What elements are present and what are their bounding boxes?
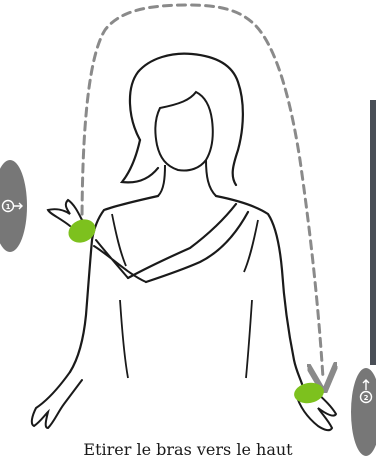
- step-1-number: 1: [6, 203, 11, 211]
- left-lower-hand: [32, 372, 82, 428]
- exercise-caption: Etirer le bras vers le haut: [0, 440, 376, 462]
- torso-bottom-right: [246, 300, 252, 378]
- side-bar: [370, 100, 376, 365]
- torso-right: [216, 196, 302, 384]
- crossing-arm-lower: [146, 212, 248, 282]
- step-2-number: 2: [364, 394, 369, 402]
- chest-right: [244, 220, 258, 272]
- torso-bottom-left: [120, 300, 128, 378]
- end-marker: [292, 381, 325, 406]
- chest-left: [112, 214, 126, 266]
- step-1-badge: 1: [0, 160, 27, 252]
- neck-right: [206, 160, 216, 196]
- start-marker: [65, 215, 100, 247]
- face-outline: [155, 92, 212, 171]
- hair-outline: [130, 54, 243, 185]
- hair-outline-left: [122, 140, 158, 182]
- crossing-arm-upper: [128, 204, 236, 278]
- neck-left: [158, 165, 165, 196]
